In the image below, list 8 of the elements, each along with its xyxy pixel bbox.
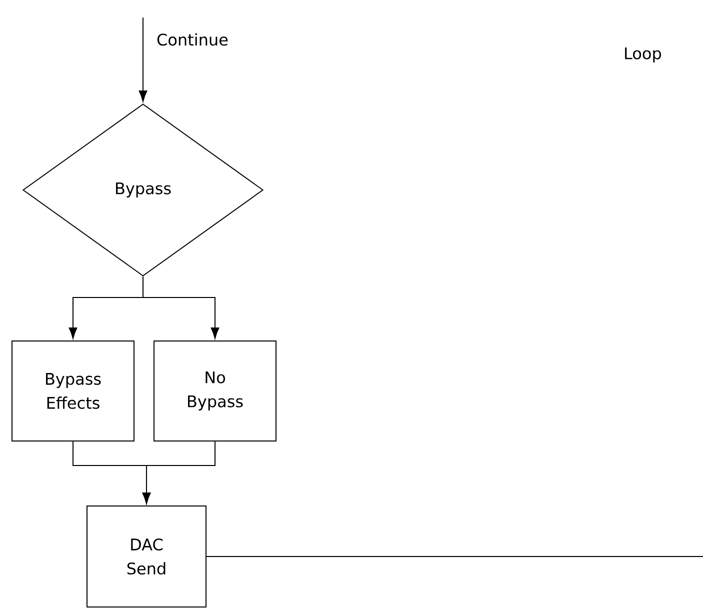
arrow: [138, 90, 148, 102]
label: Loop: [625, 48, 662, 62]
process-box: Bypass Effects: [12, 340, 134, 442]
process-box: DAC Send: [86, 506, 206, 608]
edge-label: Continue: [156, 32, 230, 47]
process-box: No Bypass: [154, 340, 276, 442]
arrow: [142, 276, 220, 339]
arrow: [142, 441, 216, 504]
